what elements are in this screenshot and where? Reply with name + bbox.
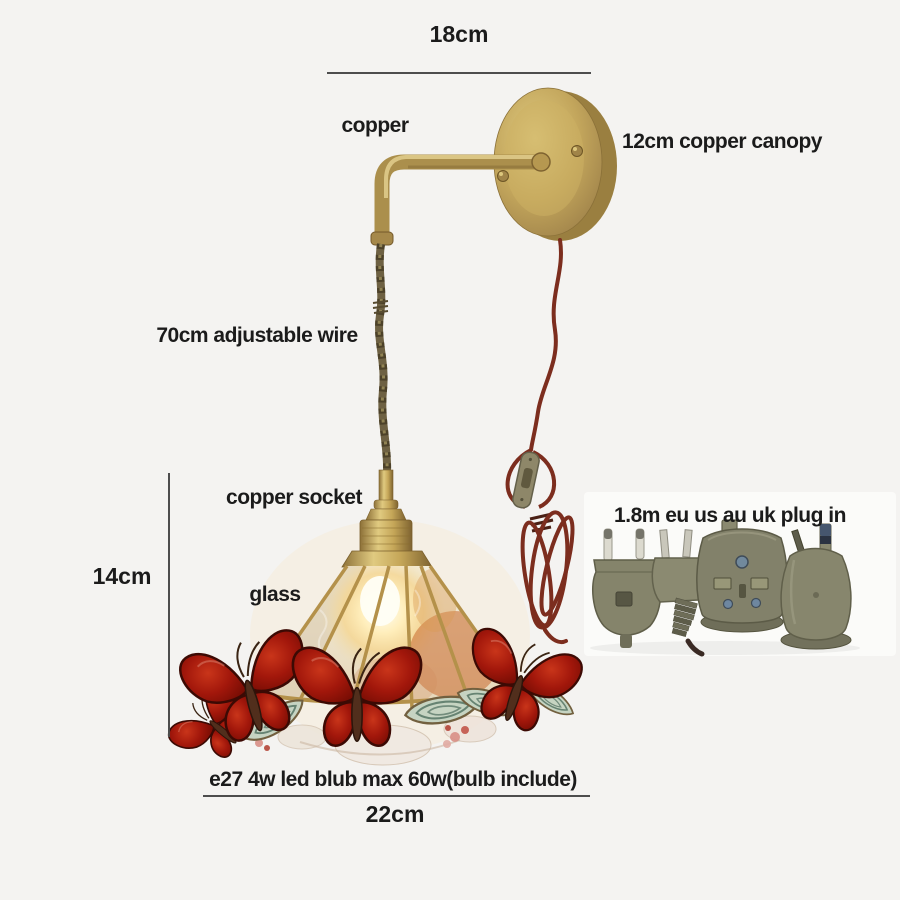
label-bulb: e27 4w led blub max 60w(bulb include) xyxy=(209,768,577,791)
wire-wrap xyxy=(372,300,389,314)
plug-us xyxy=(651,529,705,657)
dimension-line-18cm xyxy=(327,72,591,74)
copper-socket xyxy=(359,469,413,555)
label-plug: 1.8m eu us au uk plug in xyxy=(614,504,846,527)
dimension-line-14cm xyxy=(168,473,170,737)
cord-coil xyxy=(520,510,575,645)
strain-relief xyxy=(671,597,698,637)
arm-ferrule xyxy=(370,231,394,246)
canopy-screw xyxy=(571,145,583,157)
dimension-line-22cm xyxy=(203,795,590,797)
label-shade-material: glass xyxy=(249,583,301,606)
label-wire: 70cm adjustable wire xyxy=(156,324,358,347)
label-shade-height: 14cm xyxy=(92,563,152,589)
label-top-width: 18cm xyxy=(429,21,489,47)
label-canopy: 12cm copper canopy xyxy=(622,130,822,153)
twisted-wire xyxy=(372,243,392,473)
plug-uk xyxy=(696,519,788,633)
copper-arm xyxy=(370,152,551,246)
power-cord xyxy=(505,238,575,645)
plug-au xyxy=(780,523,852,650)
label-socket: copper socket xyxy=(226,486,362,509)
pink-glass-beads xyxy=(255,725,469,751)
inline-switch xyxy=(512,451,540,509)
shade-collar xyxy=(341,550,433,568)
label-arm-material: copper xyxy=(341,114,409,137)
canopy-screw xyxy=(497,170,509,182)
label-bottom-width: 22cm xyxy=(365,801,425,827)
